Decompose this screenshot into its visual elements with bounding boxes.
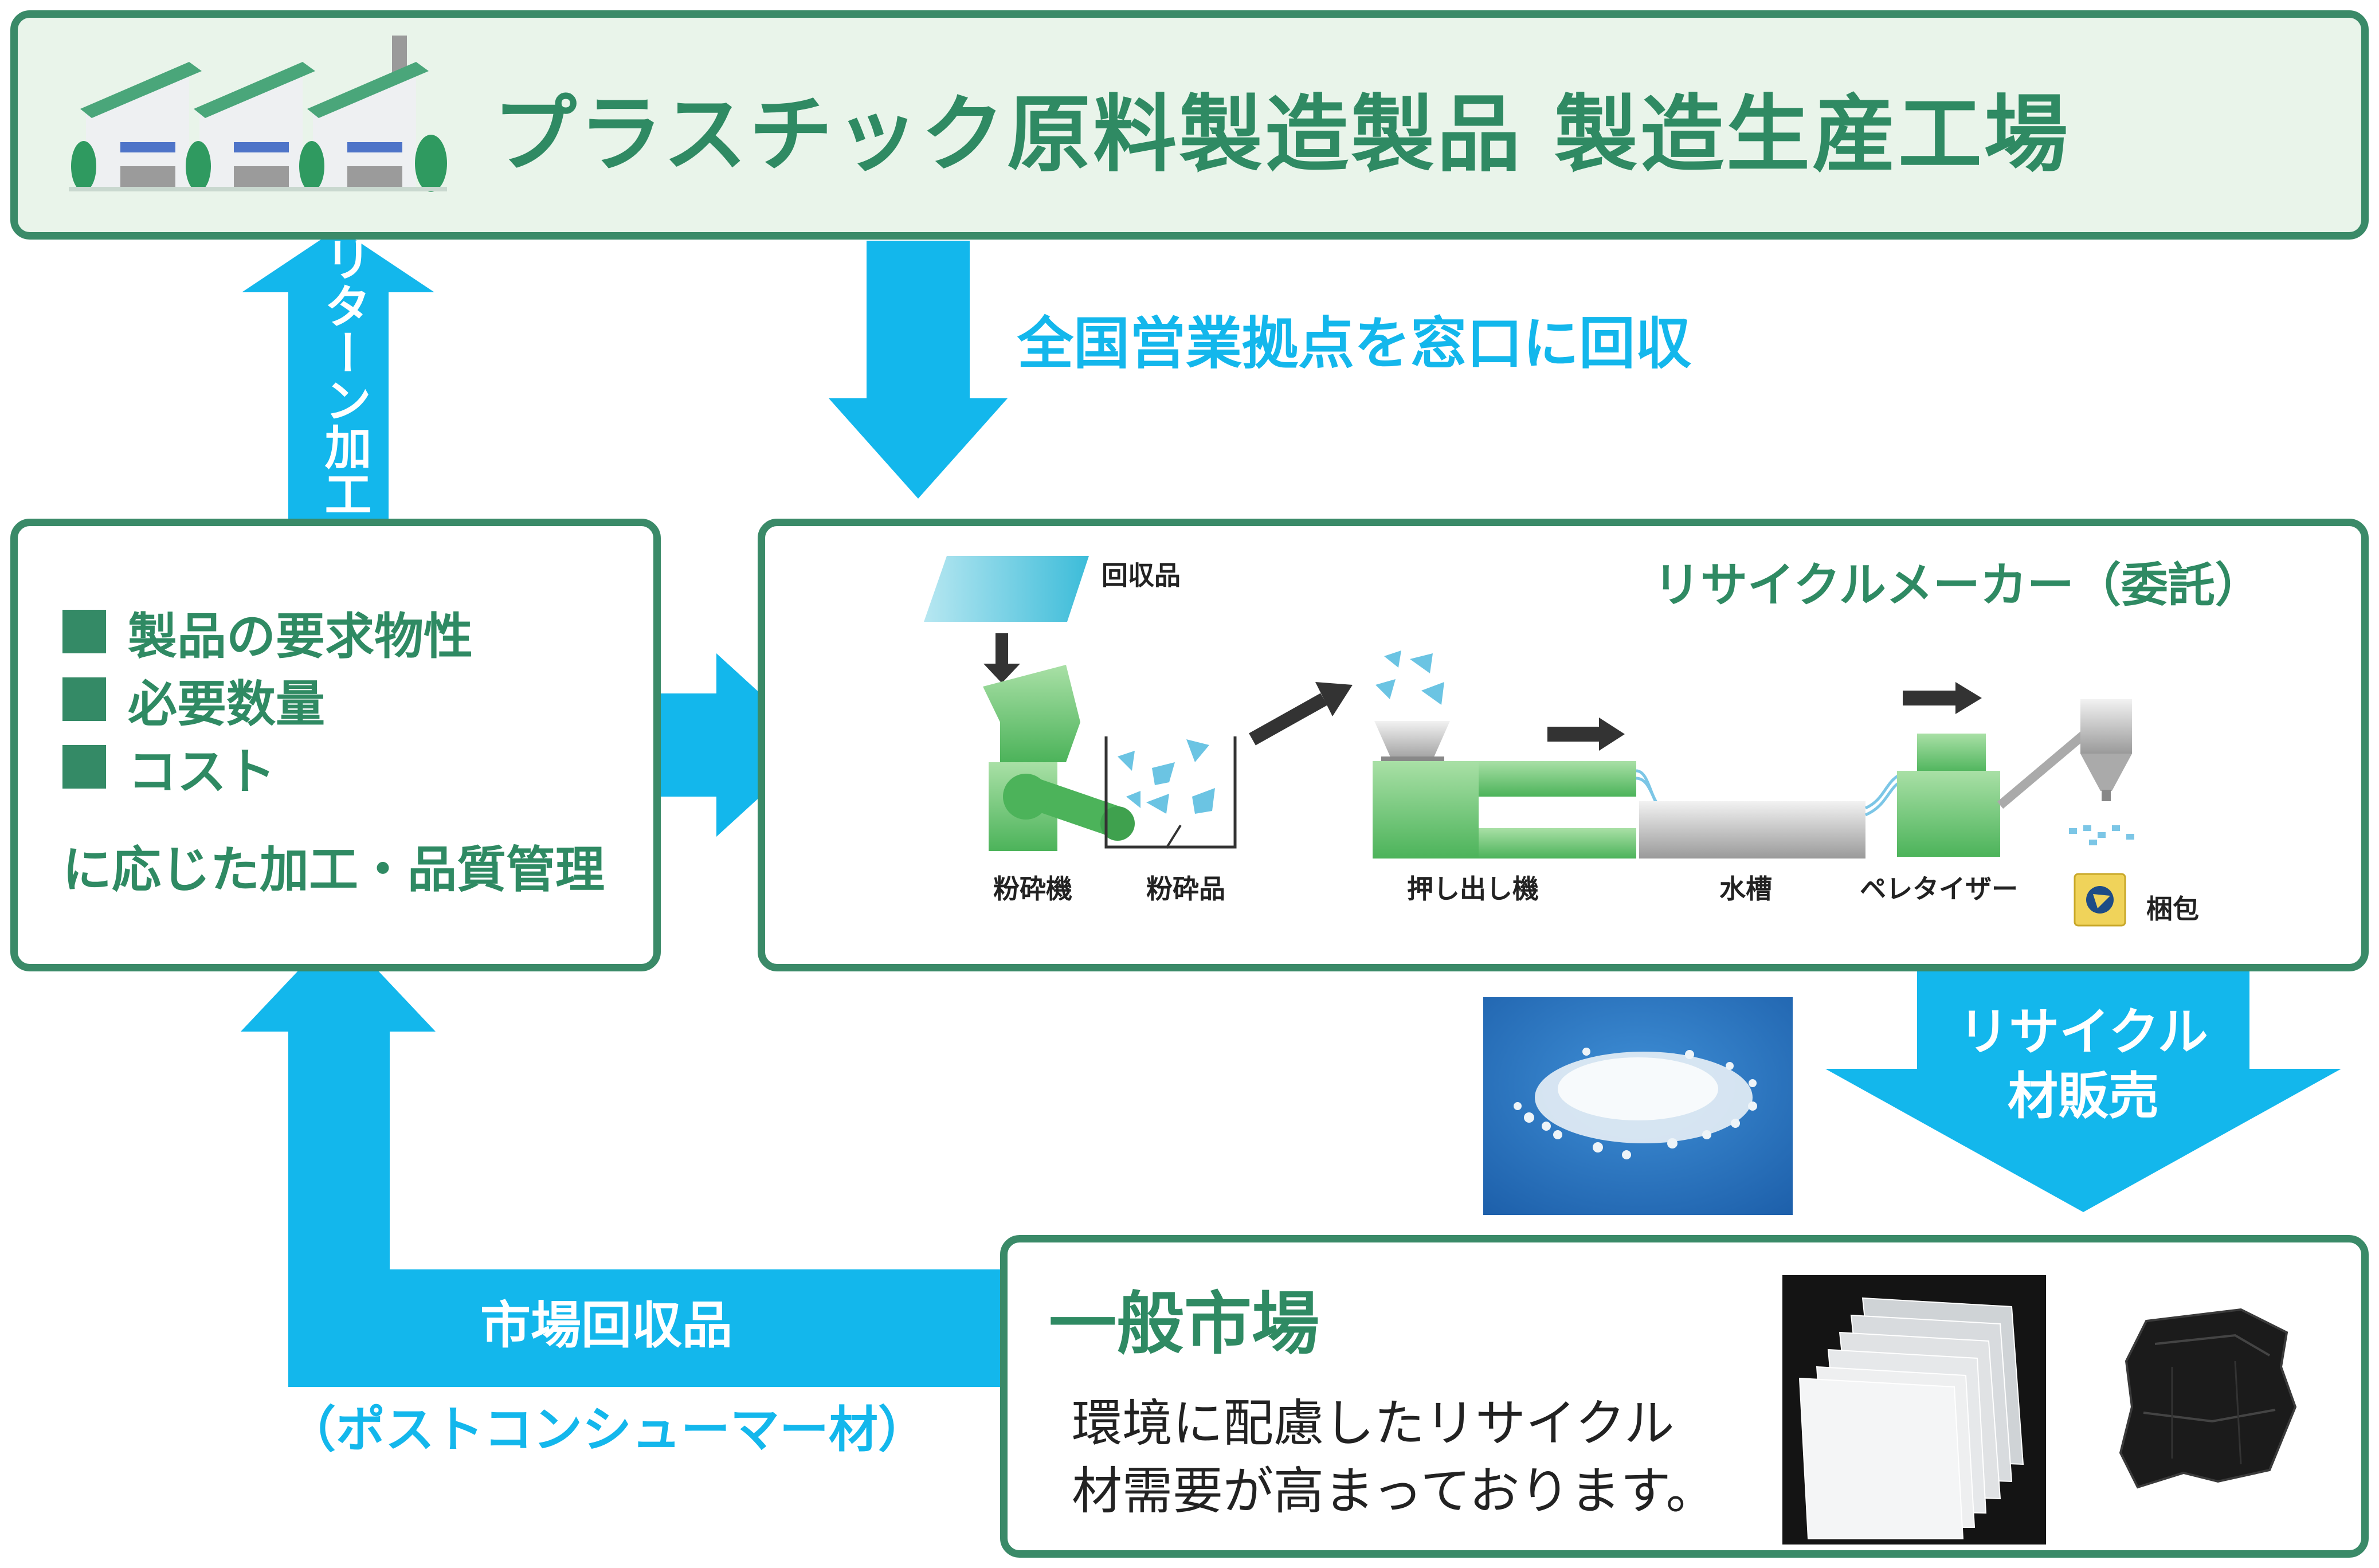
bullet-square-icon <box>62 745 106 789</box>
collect-label: 全国営業拠点を窓口に回収 <box>1017 311 1692 377</box>
to-recycler-arrow <box>659 653 817 837</box>
return-arrow <box>242 228 434 527</box>
requirement-item: 製品の要求物性 <box>62 598 653 665</box>
factory-title: プラスチック原料製造製品 製造生産工場 <box>493 86 2070 183</box>
recycler-title: リサイクルメーカー（委託） <box>1653 558 2262 613</box>
requirement-item: 必要数量 <box>62 665 653 733</box>
recycle-sales-arrow <box>1825 971 2341 1212</box>
bullet-square-icon <box>62 610 106 653</box>
market-description: 環境に配慮したリサイクル 材需要が高まっております。 <box>1072 1394 1716 1520</box>
plastic-sheets-photo <box>1782 1275 2046 1545</box>
bullet-square-icon <box>62 677 106 721</box>
requirement-item: コスト <box>62 733 653 801</box>
collect-arrow <box>829 241 1008 499</box>
collected-material-label: 回収品 <box>1102 560 1181 591</box>
step-packaging: 梱包 <box>2146 893 2199 924</box>
recycle-sales-label: リサイクル 材販売 <box>1958 1002 2208 1126</box>
pellets-photo <box>1483 997 1793 1215</box>
market-return-arrow <box>241 928 1009 1387</box>
market-title: 一般市場 <box>1049 1284 1320 1363</box>
step-extruder: 押し出し機 <box>1407 873 1539 904</box>
step-water-tank: 水槽 <box>1719 873 1772 904</box>
step-pelletizer: ペレタイザー <box>1860 873 2018 904</box>
step-crusher: 粉砕機 <box>993 873 1072 904</box>
post-consumer-label: （ポストコンシューマー材） <box>287 1401 927 1459</box>
requirements-box: 製品の要求物性 必要数量 コスト に応じた加工・品質管理 <box>10 519 661 971</box>
car-undercover-photo <box>2098 1298 2321 1510</box>
market-return-label: 市場回収品 <box>480 1296 733 1355</box>
step-crushed-product: 粉砕品 <box>1146 873 1225 904</box>
return-label: リターン加工 <box>316 235 371 517</box>
requirements-footer: に応じた加工・品質管理 <box>62 841 605 899</box>
